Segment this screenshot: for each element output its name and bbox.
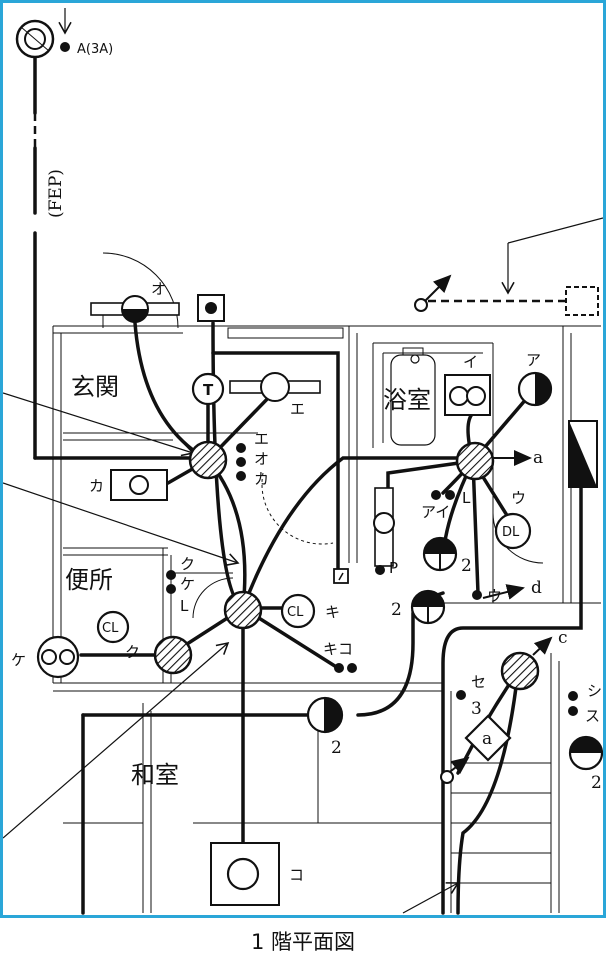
label-diamond-a: a bbox=[482, 729, 492, 749]
switch-dots-kiko bbox=[334, 663, 357, 673]
bathtub bbox=[390, 354, 436, 446]
wall-bracket-e bbox=[229, 372, 321, 402]
label-ai: アイ bbox=[421, 503, 450, 521]
room-genkan: 玄関 bbox=[71, 373, 119, 401]
label-o: オ bbox=[151, 280, 166, 298]
label-eoka-2: オ bbox=[254, 450, 269, 468]
label-DL: DL bbox=[502, 525, 520, 540]
switch-dots-su bbox=[568, 691, 578, 716]
label-kiko: キコ bbox=[323, 640, 353, 658]
junction-box-a bbox=[464, 714, 512, 762]
label-p: P bbox=[389, 559, 398, 577]
outlet-right-edge bbox=[568, 735, 603, 771]
timer-switch bbox=[191, 372, 225, 406]
switch-dots-ai bbox=[431, 490, 455, 500]
label-l-bath: L bbox=[462, 489, 471, 507]
walls bbox=[52, 252, 601, 913]
exhaust-fan-i bbox=[444, 374, 491, 416]
label-ko: コ bbox=[289, 866, 304, 884]
label-a-kata: ア bbox=[526, 351, 541, 369]
washroom-light-p bbox=[373, 487, 395, 575]
switch-dots-kuke bbox=[166, 570, 176, 594]
label-kuke-2: ケ bbox=[180, 575, 195, 593]
label-u2: ウ bbox=[487, 587, 502, 605]
outlet-washitsu bbox=[306, 696, 344, 734]
junction-bath bbox=[455, 441, 495, 481]
outdoor-box bbox=[565, 286, 599, 316]
wall-bracket-o bbox=[90, 295, 180, 323]
junction-hall bbox=[223, 590, 263, 630]
conduit-label: (FEP) bbox=[46, 169, 66, 218]
label-two-bath: 2 bbox=[461, 556, 472, 576]
exhaust-fan-ke bbox=[36, 635, 80, 679]
switch-dot-u2 bbox=[472, 590, 482, 600]
drawing-frame: A(3A) (FEP) 玄関 浴室 便所 和室 オ エ エ オ カ カ T CL… bbox=[0, 0, 606, 918]
room-washitsu: 和室 bbox=[131, 761, 179, 789]
service-meter bbox=[15, 19, 70, 59]
label-ka: カ bbox=[89, 477, 104, 495]
label-arrow-d: d bbox=[531, 578, 542, 598]
label-eoka-3: カ bbox=[254, 470, 269, 488]
page-caption: 1 階平面図 bbox=[250, 930, 356, 954]
doorbell-box bbox=[197, 294, 225, 322]
label-se-3: 3 bbox=[471, 699, 482, 719]
label-arrow-a: a bbox=[533, 448, 543, 468]
label-two-washitsu: 2 bbox=[331, 738, 342, 758]
label-se: セ bbox=[471, 673, 486, 691]
switch-box-sw bbox=[333, 568, 349, 584]
junction-stair bbox=[500, 651, 540, 691]
label-u: ウ bbox=[511, 489, 526, 507]
room-benjo: 便所 bbox=[65, 566, 113, 594]
downlight-u bbox=[494, 512, 532, 550]
label-eoka-1: エ bbox=[254, 430, 269, 448]
label-i: イ bbox=[463, 353, 478, 371]
switch-dot-se bbox=[456, 690, 466, 700]
panel-board bbox=[568, 420, 598, 488]
ceiling-light-ku bbox=[96, 610, 130, 644]
label-T: T bbox=[203, 381, 214, 399]
outlet-pair-washroom bbox=[410, 536, 458, 625]
label-ki: キ bbox=[325, 603, 340, 621]
label-su: ス bbox=[585, 707, 600, 725]
outdoor-switch bbox=[414, 298, 428, 312]
floor-plan-diagram: A(3A) (FEP) 玄関 浴室 便所 和室 オ エ エ オ カ カ T CL… bbox=[3, 8, 603, 915]
pull-switch bbox=[440, 770, 454, 784]
junction-genkan bbox=[188, 440, 228, 480]
room-yokushitsu: 浴室 bbox=[383, 386, 431, 414]
label-ke: ケ bbox=[11, 651, 26, 669]
ceiling-light-ka bbox=[110, 469, 168, 501]
label-CL-ki: CL bbox=[287, 605, 304, 620]
service-label: A(3A) bbox=[77, 42, 113, 57]
label-two-right: 2 bbox=[591, 773, 602, 793]
leader-lines bbox=[3, 8, 603, 914]
label-CL-ku: CL bbox=[102, 621, 119, 636]
wall-light-a bbox=[517, 371, 553, 407]
text-layer: A(3A) (FEP) 玄関 浴室 便所 和室 オ エ エ オ カ カ T CL… bbox=[11, 42, 602, 884]
ceiling-light-ki bbox=[280, 593, 316, 629]
label-kuke-3: L bbox=[180, 597, 189, 615]
junction-benjo bbox=[153, 635, 193, 675]
dashed-wiring bbox=[33, 113, 566, 303]
label-shi: シ bbox=[587, 682, 602, 700]
label-e: エ bbox=[290, 400, 305, 418]
label-kuke-1: ク bbox=[180, 555, 195, 573]
ceiling-light-ko bbox=[210, 842, 280, 906]
label-arrow-c: c bbox=[558, 628, 568, 648]
label-two-outlet: 2 bbox=[391, 600, 402, 620]
switch-dots-eoka bbox=[236, 443, 246, 481]
label-ku: ク bbox=[125, 643, 140, 661]
